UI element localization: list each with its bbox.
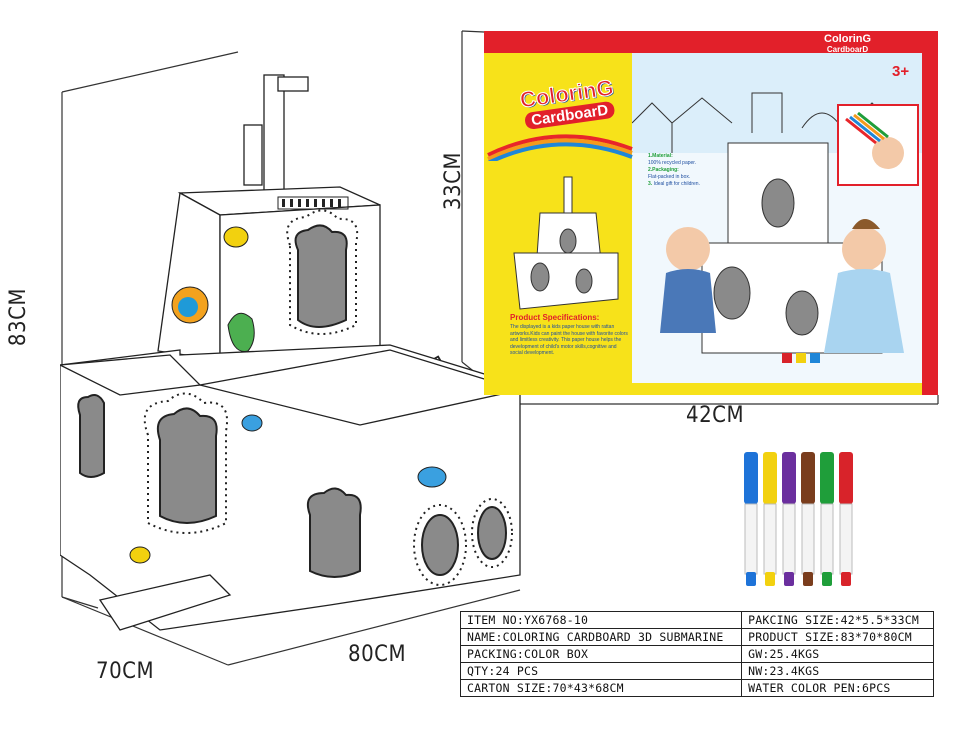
table-row: ITEM NO:YX6768-10 PAKCING SIZE:42*5.5*33… [459,611,934,629]
package-red-band [484,31,938,53]
brand-logo-small-line1: ColorinG [824,33,872,45]
water-color-pen [782,452,796,586]
spec-item-no: ITEM NO:YX6768-10 [459,611,743,629]
spec-carton-size: CARTON SIZE:70*43*68CM [459,679,743,697]
feature-title-1: 1.Material: [648,153,673,159]
water-color-pen [763,452,777,586]
spec-packing: PACKING:COLOR BOX [459,645,743,663]
feature-text-3: Ideal gift for children. [653,181,700,187]
feature-text-1: 100% recycled paper. [648,160,697,166]
brand-logo-small: ColorinG CardboarD [824,33,871,54]
table-row: PACKING:COLOR BOX GW:25.4KGS [459,645,934,663]
water-color-pen [839,452,853,586]
age-badge: 3+ [892,63,910,80]
package-photo-area [631,53,922,395]
depth-label: 70CM [96,659,155,684]
feature-title-2: 2.Packaging: [648,167,679,173]
package-photo-illustration [631,92,922,395]
package-red-side [922,31,938,395]
box-width-label: 42CM [686,403,745,428]
spec-table: ITEM NO:YX6768-10 PAKCING SIZE:42*5.5*33… [459,611,934,697]
spec-gw: GW:25.4KGS [741,645,934,663]
water-color-pen [744,452,758,586]
features-list: 1.Material: 100% recycled paper. 2.Packa… [648,153,738,188]
package-box: ColorinG CardboarD ColorinG CardboarD 3+… [484,31,938,395]
table-row: CARTON SIZE:70*43*68CM WATER COLOR PEN:6… [459,679,934,697]
product-spec-text: The displayed is a kids paper house with… [510,324,628,356]
spec-packing-size: PAKCING SIZE:42*5.5*33CM [741,611,934,629]
spec-qty: QTY:24 PCS [459,662,743,680]
product-spec-heading: Product Specifications: [510,313,600,322]
water-color-pens [744,452,853,586]
submarine-product-image [60,74,523,631]
brand-logo-small-line2: CardboarD [826,45,869,54]
spec-water-color-pen: WATER COLOR PEN:6PCS [741,679,934,697]
height-label: 83CM [6,288,31,347]
table-row: QTY:24 PCS NW:23.4KGS [459,662,934,680]
package-rainbow [487,134,633,161]
feature-text-2: Flat-packed in box. [648,174,691,180]
water-color-pen [801,452,815,586]
spec-name: NAME:COLORING CARDBOARD 3D SUBMARINE [459,628,743,646]
water-color-pen [820,452,834,586]
package-bottom-strip [484,383,922,395]
length-label: 80CM [348,642,407,667]
spec-nw: NW:23.4KGS [741,662,934,680]
feature-title-3: 3. [648,181,653,187]
package-submarine-thumbnail [513,176,619,310]
table-row: NAME:COLORING CARDBOARD 3D SUBMARINE PRO… [459,628,934,646]
spec-product-size: PRODUCT SIZE:83*70*80CM [741,628,934,646]
